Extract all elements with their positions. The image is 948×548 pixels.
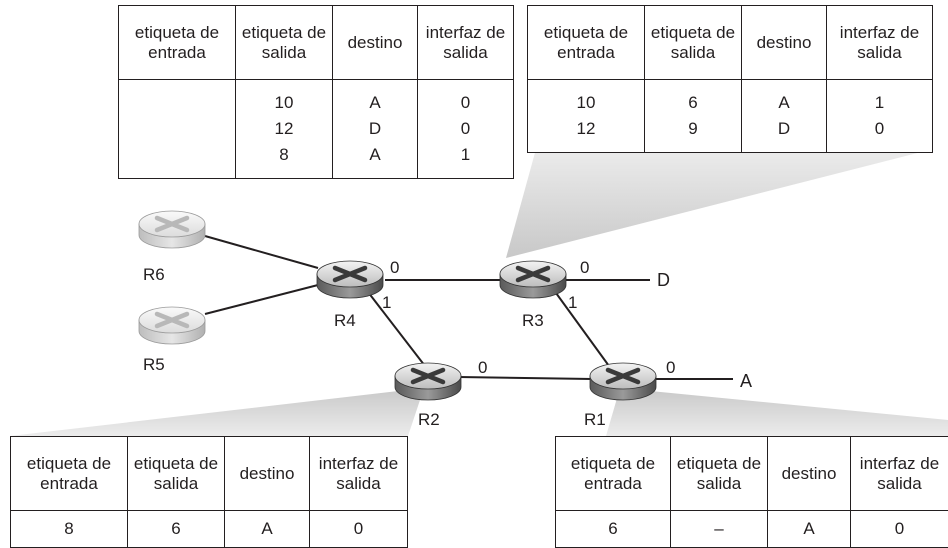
header-out-iface: interfaz de salida xyxy=(827,6,933,80)
cell-iface: 0 0 1 xyxy=(418,80,514,179)
header-out-label: etiqueta de salida xyxy=(128,437,225,511)
router-label-r1: R1 xyxy=(584,410,606,429)
router-icon-r6 xyxy=(139,211,205,248)
cell-value: 9 xyxy=(647,116,739,142)
cell-value: 12 xyxy=(238,116,330,142)
header-out-iface: interfaz de salida xyxy=(418,6,514,80)
router-label-r5: R5 xyxy=(143,355,165,374)
cell-value: A xyxy=(335,142,415,168)
cell-value: 1 xyxy=(420,142,511,168)
iface-r3-0: 0 xyxy=(580,258,589,277)
destination-d: D xyxy=(657,270,670,290)
link-r3-r1 xyxy=(556,293,609,366)
cell-in: 10 12 xyxy=(528,80,645,153)
iface-r4-0: 0 xyxy=(390,258,399,277)
cell-in: 8 xyxy=(11,511,128,548)
header-in-label: etiqueta de entrada xyxy=(528,6,645,80)
header-dest: destino xyxy=(742,6,827,80)
header-in-label: etiqueta de entrada xyxy=(11,437,128,511)
r2-table-callout xyxy=(10,388,424,436)
cell-value: 0 xyxy=(420,90,511,116)
cell-iface: 0 xyxy=(310,511,408,548)
router-icon-r3 xyxy=(500,261,566,298)
header-in-label: etiqueta de entrada xyxy=(119,6,236,80)
router-icon-r2 xyxy=(395,363,461,400)
r3-table-callout xyxy=(506,149,933,258)
cell-value: 12 xyxy=(530,116,642,142)
router-label-r2: R2 xyxy=(418,410,440,429)
cell-out: – xyxy=(671,511,768,548)
table-r2: etiqueta de entrada etiqueta de salida d… xyxy=(10,436,408,548)
cell-value: 1 xyxy=(829,90,930,116)
link-r2-r1 xyxy=(458,377,592,379)
cell-value: A xyxy=(744,90,824,116)
cell-value: 6 xyxy=(647,90,739,116)
iface-r3-1: 1 xyxy=(568,293,577,312)
iface-r1-0: 0 xyxy=(666,358,675,377)
header-out-iface: interfaz de salida xyxy=(310,437,408,511)
cell-in: 6 xyxy=(556,511,671,548)
cell-dest: A D xyxy=(742,80,827,153)
cell-value: 8 xyxy=(238,142,330,168)
cell-value: 0 xyxy=(829,116,930,142)
cell-value: D xyxy=(744,116,824,142)
cell-value: 0 xyxy=(420,116,511,142)
cell-iface: 0 xyxy=(851,511,948,548)
table-r1: etiqueta de entrada etiqueta de salida d… xyxy=(555,436,948,548)
router-icon-r4 xyxy=(317,261,383,298)
cell-dest: A xyxy=(768,511,851,548)
header-dest: destino xyxy=(768,437,851,511)
header-out-label: etiqueta de salida xyxy=(671,437,768,511)
router-icon-r5 xyxy=(139,307,205,344)
header-in-label: etiqueta de entrada xyxy=(556,437,671,511)
destination-a: A xyxy=(740,371,752,391)
cell-out: 10 12 8 xyxy=(236,80,333,179)
table-r4: etiqueta de entrada etiqueta de salida d… xyxy=(118,5,514,179)
header-out-iface: interfaz de salida xyxy=(851,437,948,511)
links xyxy=(205,236,733,379)
link-r4-r2 xyxy=(368,292,425,366)
header-dest: destino xyxy=(225,437,310,511)
r1-table-callout xyxy=(606,388,948,436)
iface-r2-0: 0 xyxy=(478,358,487,377)
cell-value: A xyxy=(335,90,415,116)
router-label-r3: R3 xyxy=(522,311,544,330)
cell-dest: A D A xyxy=(333,80,418,179)
cell-value: D xyxy=(335,116,415,142)
cell-out: 6 xyxy=(128,511,225,548)
table-r3: etiqueta de entrada etiqueta de salida d… xyxy=(527,5,933,153)
link-r5-r4 xyxy=(205,285,318,314)
link-r6-r4 xyxy=(205,236,318,268)
cell-iface: 1 0 xyxy=(827,80,933,153)
router-label-r4: R4 xyxy=(334,311,356,330)
router-icon-r1 xyxy=(590,363,656,400)
cell-value: 10 xyxy=(530,90,642,116)
header-out-label: etiqueta de salida xyxy=(645,6,742,80)
header-dest: destino xyxy=(333,6,418,80)
header-out-label: etiqueta de salida xyxy=(236,6,333,80)
cell-value: 10 xyxy=(238,90,330,116)
iface-r4-1: 1 xyxy=(382,293,391,312)
router-label-r6: R6 xyxy=(143,265,165,284)
cell-in xyxy=(119,80,236,179)
cell-dest: A xyxy=(225,511,310,548)
cell-out: 6 9 xyxy=(645,80,742,153)
